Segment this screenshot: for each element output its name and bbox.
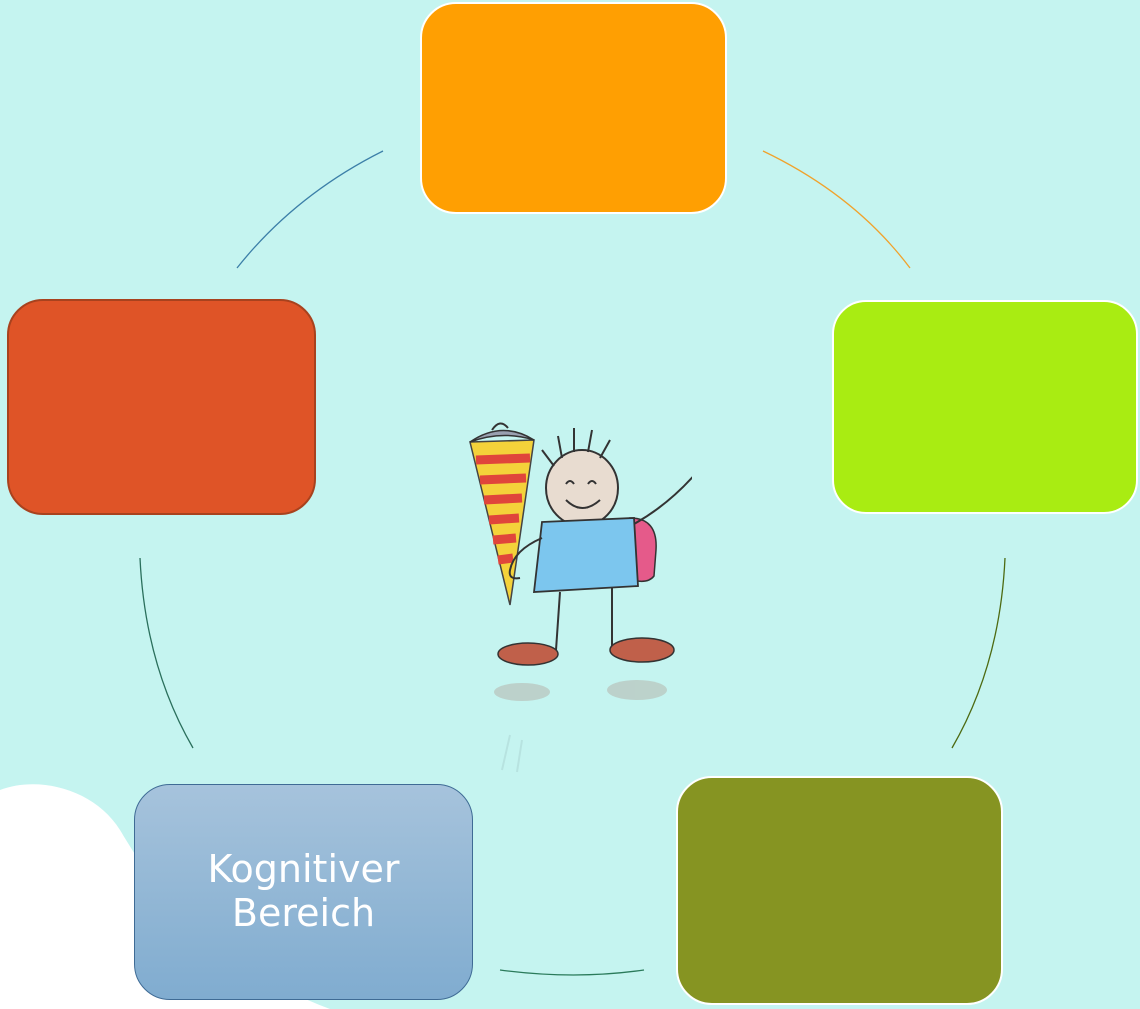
connector-right-bottomright <box>952 558 1005 748</box>
node-label-kognitiver-bereich: Kognitiver Bereich <box>184 848 424 935</box>
cycle-node-bottom-right <box>676 776 1003 1005</box>
cycle-node-bottom-left: Kognitiver Bereich <box>134 784 473 1000</box>
connector-left-top <box>237 151 383 268</box>
cycle-node-left <box>7 299 316 515</box>
connector-top-right <box>763 151 910 268</box>
cycle-node-right <box>832 300 1138 514</box>
child-with-school-cone-illustration <box>462 400 692 780</box>
cycle-node-top <box>420 2 727 214</box>
connector-bottomleft-left <box>140 558 193 748</box>
connector-bottomright-bottomleft <box>500 970 644 975</box>
